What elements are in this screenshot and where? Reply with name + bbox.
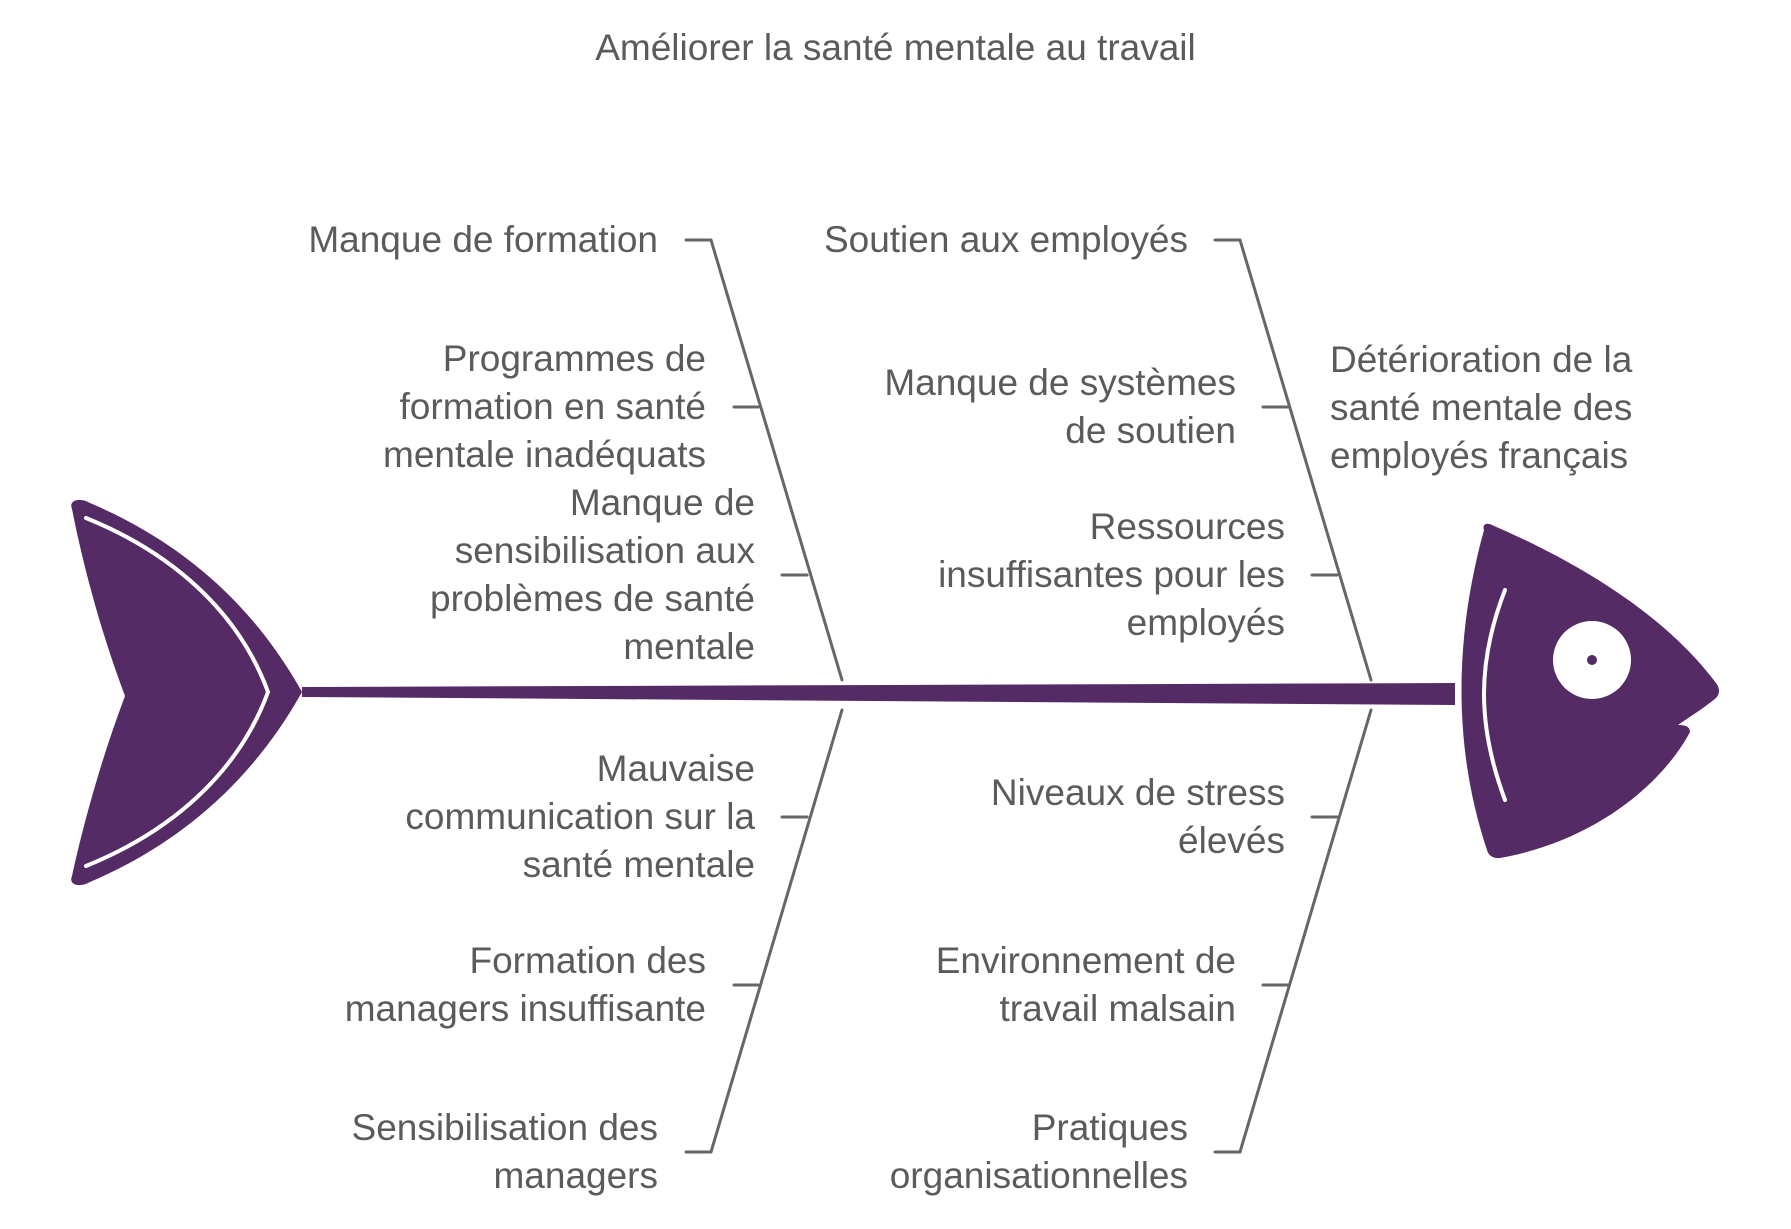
fish-tail [71,499,302,886]
fish-bones [684,238,1373,1154]
cause-label-top-right-2: Ressources insuffisantes pour les employ… [938,506,1285,643]
category-label-bottom-right: Pratiques organisationnelles [889,1107,1188,1196]
category-label-bottom-left: Sensibilisation des managers [351,1107,658,1196]
bone-top-left [709,238,844,682]
category-label-top-right: Soutien aux employés [823,219,1188,260]
fish-spine [302,683,1455,705]
cause-label-bottom-left-1: Mauvaise communication sur la santé ment… [405,748,755,885]
fish-head-highlight [1482,588,1507,802]
cause-label-top-left-2: Manque de sensibilisation aux problèmes … [430,482,755,667]
category-label-top-left: Manque de formation [308,219,658,260]
bone-bottom-left [709,708,844,1154]
cause-label-bottom-right-2: Environnement de travail malsain [935,940,1236,1029]
effect-label: Détérioration de la santé mentale des em… [1330,339,1633,476]
cause-label-bottom-right-1: Niveaux de stress élevés [990,772,1285,861]
fish-tail-highlight [84,516,271,868]
cause-label-bottom-left-2: Formation des managers insuffisante [344,940,706,1029]
fish-pupil [1587,655,1597,665]
bone-top-right [1238,238,1373,682]
cause-label-top-right-1: Manque de systèmes de soutien [884,362,1236,451]
bone-bottom-right [1238,708,1373,1154]
cause-label-top-left-1: Programmes de formation en santé mentale… [383,338,706,475]
diagram-title: Améliorer la santé mentale au travail [595,27,1196,68]
